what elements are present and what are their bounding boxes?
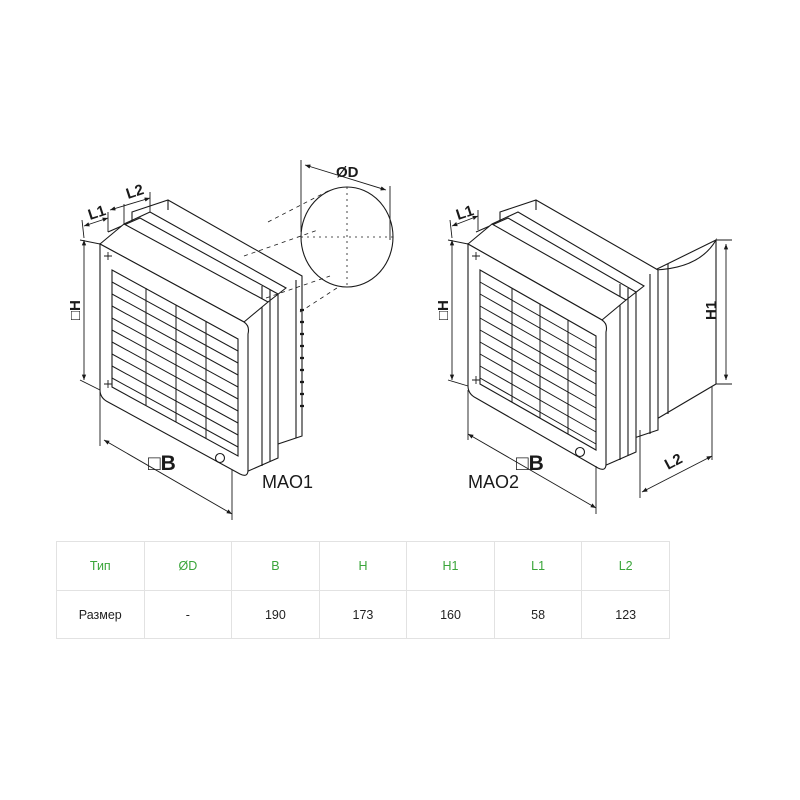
label-mao1-h: □H xyxy=(67,300,84,320)
label-mao2-h1: H1 xyxy=(703,301,720,320)
label-mao2-l2: L2 xyxy=(662,450,685,473)
louvers-mao1 xyxy=(111,281,239,448)
model-label-mao1: MAO1 xyxy=(262,472,313,492)
duct-disc xyxy=(243,186,394,313)
fan-unit-mao2 xyxy=(467,199,717,470)
label-mao1-d: ØD xyxy=(336,164,359,181)
header-cell-l2: L2 xyxy=(581,541,670,591)
table-header-row: Тип ØD B H H1 L1 L2 xyxy=(56,541,670,591)
label-mao1-b: □B xyxy=(148,452,176,475)
table-row: Размер - 190 173 160 58 123 xyxy=(56,590,670,639)
spec-table: Тип ØD B H H1 L1 L2 Размер - 190 173 160… xyxy=(56,541,670,639)
label-mao2-l1: L1 xyxy=(454,202,476,224)
dimension-labels-mao2: L1 □H □B H1 L2 MAO2 xyxy=(435,202,720,492)
label-mao2-h: □H xyxy=(435,300,452,320)
header-cell-h1: H1 xyxy=(406,541,495,591)
dimensions-mao1 xyxy=(79,160,391,520)
header-cell-b: B xyxy=(231,541,320,591)
value-cell-h1: 160 xyxy=(406,590,495,639)
value-cell-b: 190 xyxy=(231,590,320,639)
header-cell-l1: L1 xyxy=(493,541,583,591)
value-cell-h: 173 xyxy=(318,590,408,639)
label-mao2-b: □B xyxy=(516,452,544,475)
dimension-labels-mao1: L1 L2 □H □B ØD MAO1 xyxy=(67,164,359,492)
header-cell-type: Тип xyxy=(56,541,145,591)
dimensions-mao2 xyxy=(447,210,732,514)
header-cell-h: H xyxy=(318,541,408,591)
header-cell-d: ØD xyxy=(143,541,233,591)
fan-unit-mao1 xyxy=(99,199,304,476)
louvers-mao2 xyxy=(479,281,597,445)
model-label-mao2: MAO2 xyxy=(468,472,519,492)
value-cell-l2: 123 xyxy=(581,590,670,639)
label-mao1-l2: L2 xyxy=(124,181,146,203)
value-cell-l1: 58 xyxy=(493,590,583,639)
value-cell-size: Размер xyxy=(56,590,145,639)
technical-drawing: L1 L2 □H □B ØD MAO1 xyxy=(67,160,732,520)
value-cell-d: - xyxy=(143,590,233,639)
label-mao1-l1: L1 xyxy=(86,202,108,224)
